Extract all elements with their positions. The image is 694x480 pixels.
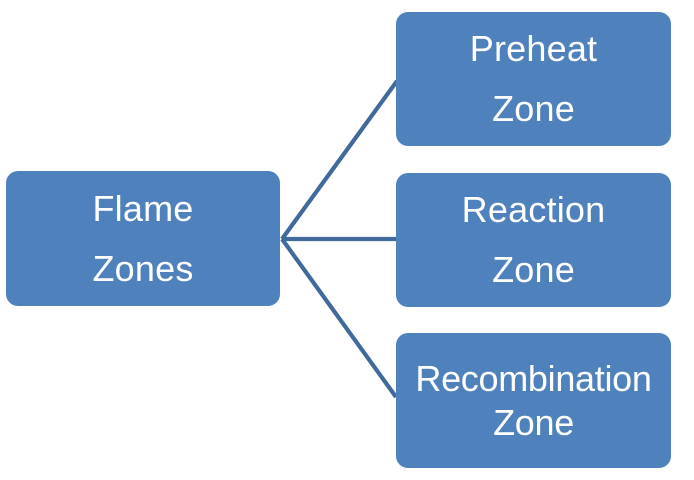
node-recombination-zone[interactable]: Recombination Zone [396, 333, 671, 468]
connector-to-preheat [280, 79, 399, 241]
node-preheat-zone-line2: Zone [492, 88, 575, 129]
node-reaction-zone-line2: Zone [492, 249, 575, 290]
connector-to-recombination [280, 237, 398, 399]
node-flame-zones-line1: Flame [92, 187, 194, 229]
node-reaction-zone-line1: Reaction [461, 189, 606, 230]
node-recombination-zone-line1: Recombination [415, 357, 652, 399]
node-flame-zones-line2: Zones [92, 247, 194, 289]
node-preheat-zone[interactable]: Preheat Zone [396, 12, 671, 146]
node-preheat-zone-line1: Preheat [469, 28, 598, 69]
node-flame-zones[interactable]: Flame Zones [6, 171, 280, 306]
node-recombination-zone-line2: Zone [493, 401, 574, 443]
node-reaction-zone[interactable]: Reaction Zone [396, 173, 671, 307]
